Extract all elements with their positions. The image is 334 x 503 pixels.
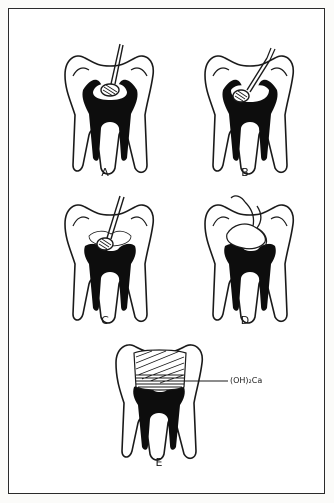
calcium-hydroxide-label: (OH)₂Ca xyxy=(230,376,262,385)
panel-c: C xyxy=(55,186,165,331)
panel-c-label: C xyxy=(95,314,115,327)
panel-d: D xyxy=(195,186,305,331)
tooth-d-illustration xyxy=(195,186,305,331)
tooth-e-illustration xyxy=(108,335,308,475)
tooth-c-illustration xyxy=(55,186,165,331)
panel-b-label: B xyxy=(235,166,255,179)
panel-a: A xyxy=(55,40,165,180)
tooth-b-illustration xyxy=(195,40,305,180)
panel-e: (OH)₂Ca E xyxy=(108,335,308,475)
tooth-a-illustration xyxy=(55,40,165,180)
panel-a-label: A xyxy=(95,166,115,179)
panel-d-label: D xyxy=(235,314,255,327)
panel-b: B xyxy=(195,40,305,180)
panel-e-label: E xyxy=(149,456,169,469)
